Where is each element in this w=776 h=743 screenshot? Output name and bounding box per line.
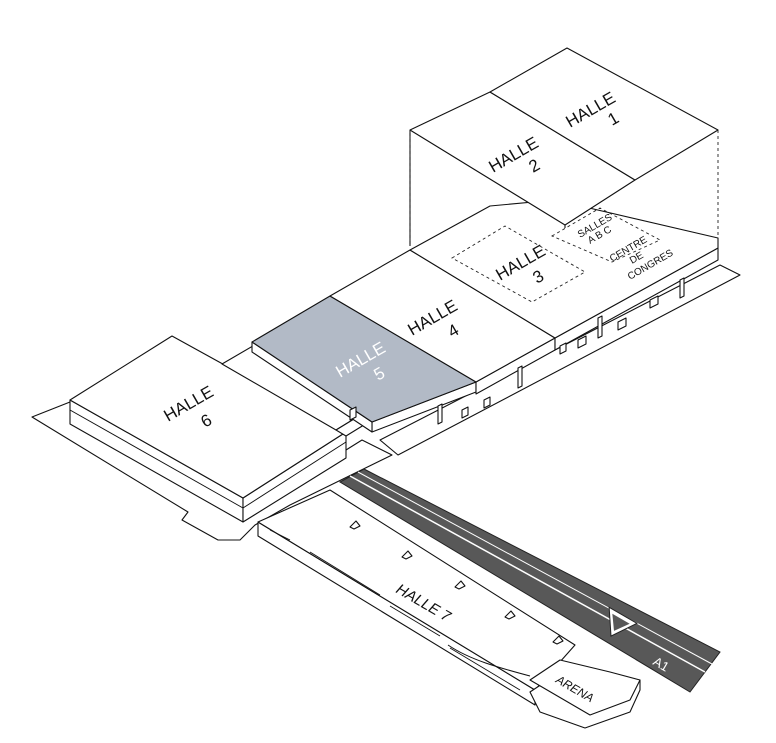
halle-5-building: HALLE 5 xyxy=(251,295,477,433)
halle-3-building: HALLE 3 SALLES A B C CENTRE DE CONGRES xyxy=(409,199,719,351)
motorway-surface xyxy=(338,468,721,693)
arena-roof xyxy=(529,659,641,716)
roof-vent xyxy=(454,580,466,590)
facade-details xyxy=(349,277,685,425)
halle-1-building: HALLE 1 xyxy=(489,47,719,236)
motorway-shield-icon xyxy=(608,606,638,637)
halle-7-building: HALLE 7 xyxy=(257,489,576,706)
motorway-a1: A1 xyxy=(338,468,721,693)
roof-vent xyxy=(504,610,516,620)
salles-zone xyxy=(551,207,662,263)
halle-2-building: HALLE 2 xyxy=(409,91,636,246)
arena-building: ARENA xyxy=(529,659,641,729)
halle-6-band xyxy=(69,409,244,509)
halle-7-gallery xyxy=(269,529,521,691)
halle-6-building: HALLE 6 xyxy=(69,335,347,523)
roof-vent xyxy=(552,635,564,645)
halle-7-curve xyxy=(447,644,531,677)
halle-4-building: HALLE 4 xyxy=(329,249,556,395)
roof-vent xyxy=(401,550,413,560)
halle-7-roof xyxy=(257,489,576,691)
motorway-lane-line xyxy=(357,471,713,665)
halle-6-band xyxy=(242,441,347,509)
motorway-lane-line xyxy=(349,475,706,673)
halle-3-roof xyxy=(409,199,719,339)
motorway-label: A1 xyxy=(651,654,672,675)
ground-plate-north xyxy=(379,264,741,456)
roof-vent xyxy=(349,520,361,530)
